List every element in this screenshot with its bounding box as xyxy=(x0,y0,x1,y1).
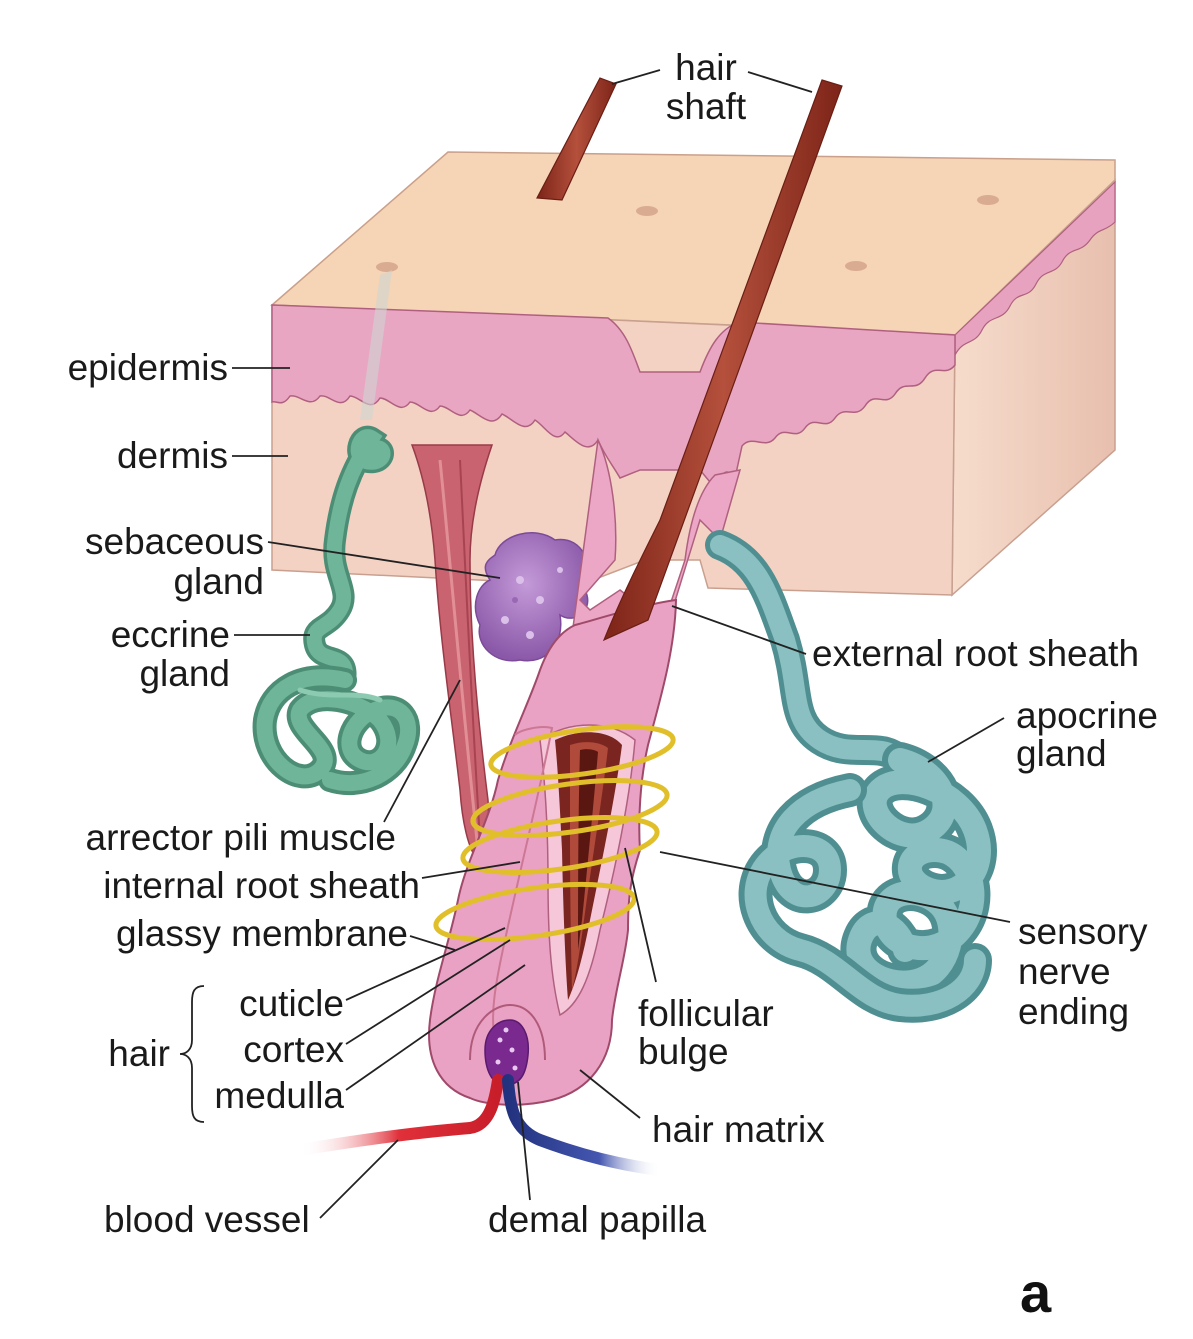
label-follicular-bulge-line2: bulge xyxy=(638,1031,729,1072)
label-follicular-bulge-line1: follicular xyxy=(638,993,774,1034)
pore xyxy=(845,261,867,271)
hair-shaft-right xyxy=(602,79,843,642)
label-blood-vessel: blood vessel xyxy=(104,1199,310,1240)
sensory-nerve-rings xyxy=(433,724,676,943)
label-glassy-membrane: glassy membrane xyxy=(116,913,408,954)
label-external-root-sheath: external root sheath xyxy=(812,633,1139,674)
hair-follicle xyxy=(428,79,843,1106)
eccrine-duct-faint xyxy=(360,270,392,420)
pore xyxy=(376,262,398,272)
label-hair-matrix: hair matrix xyxy=(652,1109,825,1150)
label-apocrine-line1: apocrine xyxy=(1016,695,1158,736)
skin-right-epidermis xyxy=(954,180,1116,356)
label-medulla: medulla xyxy=(214,1075,344,1116)
label-sensory-line2: nerve xyxy=(1018,951,1111,992)
label-internal-root-sheath: internal root sheath xyxy=(103,865,420,906)
label-arrector-pili: arrector pili muscle xyxy=(86,817,396,858)
hair-shaft-left xyxy=(536,77,617,201)
leader-lines xyxy=(179,69,1011,1219)
pore xyxy=(977,195,999,205)
label-sebaceous-line1: sebaceous xyxy=(85,521,264,562)
label-sensory-line3: ending xyxy=(1018,991,1129,1032)
label-eccrine-line2: gland xyxy=(139,653,230,694)
label-demal-papilla: demal papilla xyxy=(488,1199,706,1240)
label-sebaceous-line2: gland xyxy=(173,561,264,602)
label-hair-shaft-line1: hair xyxy=(675,47,737,88)
label-cuticle: cuticle xyxy=(239,983,344,1024)
label-hair-shaft-line2: shaft xyxy=(666,86,747,127)
label-cortex: cortex xyxy=(243,1029,344,1070)
blood-vessels xyxy=(294,1074,666,1176)
label-epidermis: epidermis xyxy=(68,347,228,388)
labels: hair shaft epidermis dermis sebaceous gl… xyxy=(68,47,1158,1324)
panel-letter: a xyxy=(1020,1261,1052,1324)
eccrine-gland xyxy=(252,426,421,796)
label-hair-group: hair xyxy=(108,1033,170,1074)
sebaceous-gland xyxy=(474,532,590,662)
label-apocrine-line2: gland xyxy=(1016,733,1107,774)
artery xyxy=(294,1074,504,1156)
vein xyxy=(502,1074,666,1176)
pore xyxy=(636,206,658,216)
apocrine-gland xyxy=(705,530,997,1023)
label-dermis: dermis xyxy=(117,435,228,476)
epidermis-front xyxy=(271,304,956,490)
label-eccrine-line1: eccrine xyxy=(111,614,230,655)
label-sensory-line1: sensory xyxy=(1018,911,1148,952)
